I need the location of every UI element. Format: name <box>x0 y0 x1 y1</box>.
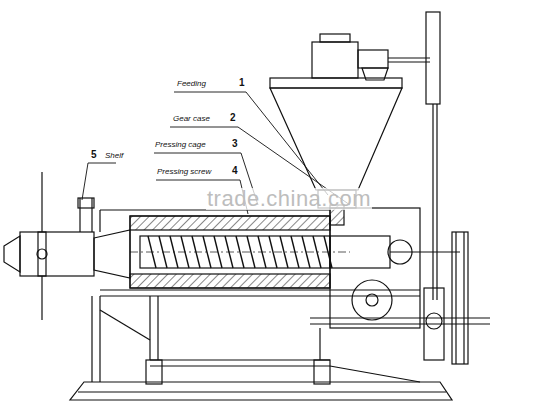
callout-number: 5 <box>90 150 98 160</box>
pulley <box>424 232 468 364</box>
screw-thread <box>247 236 255 268</box>
pressing-screw <box>130 236 350 268</box>
screw-thread <box>192 236 200 268</box>
part-name: Feeding <box>176 80 207 88</box>
part-name: Pressing cage <box>154 141 207 149</box>
screw-thread <box>225 236 233 268</box>
screw-thread <box>269 236 277 268</box>
callout-number: 1 <box>238 78 246 88</box>
screw-thread <box>148 236 156 268</box>
part-name: Gear case <box>172 115 211 123</box>
part-name: Pressing screw <box>156 168 212 176</box>
screw-thread <box>181 236 189 268</box>
part-name: Shelf <box>104 152 124 160</box>
screw-thread <box>170 236 178 268</box>
top-drive <box>358 12 440 300</box>
callout-number: 2 <box>229 113 237 123</box>
frame <box>70 290 452 400</box>
screw-thread <box>313 236 321 268</box>
callout-number: 3 <box>231 139 239 149</box>
screw-thread <box>159 236 167 268</box>
screw-thread <box>280 236 288 268</box>
screw-thread <box>203 236 211 268</box>
screw-thread <box>291 236 299 268</box>
gear-case <box>310 208 490 328</box>
watermark: trade.china.com <box>206 188 372 210</box>
callout-number: 4 <box>231 166 239 176</box>
screw-thread <box>258 236 266 268</box>
screw-thread <box>302 236 310 268</box>
screw-thread <box>236 236 244 268</box>
screw-thread <box>324 236 332 268</box>
screw-thread <box>214 236 222 268</box>
pressing-cage <box>100 210 330 288</box>
outlet-head <box>4 172 130 320</box>
